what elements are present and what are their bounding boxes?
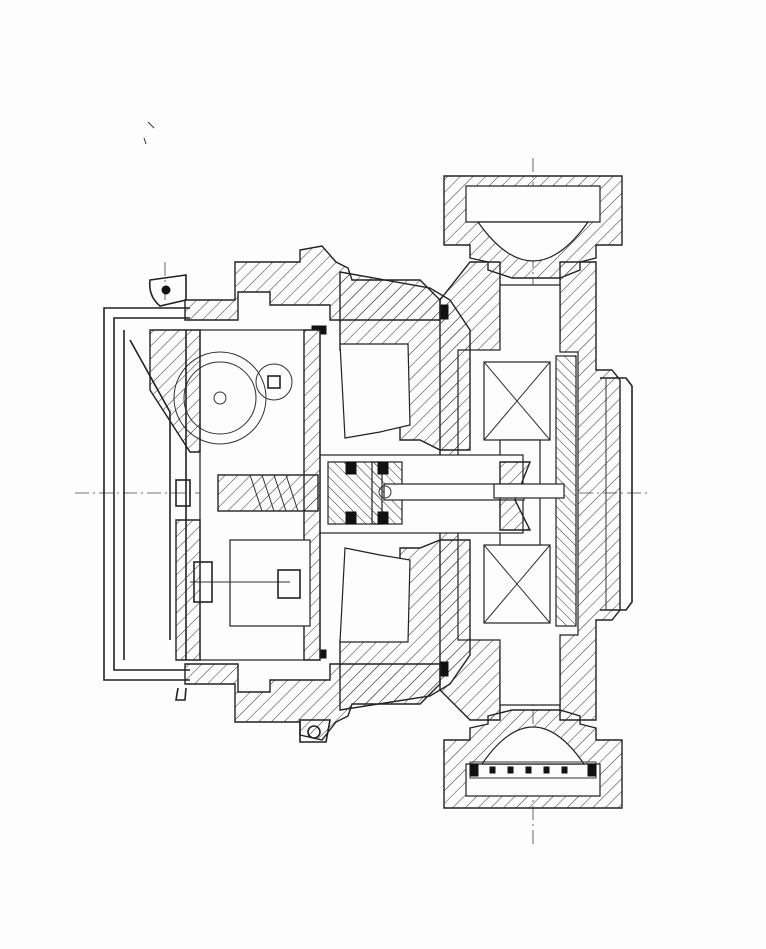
cover-slope	[129, 339, 171, 640]
pencil-mark-2	[143, 137, 147, 145]
worm-thread	[249, 474, 299, 512]
counter-wheels	[229, 539, 311, 627]
seal-ring-bottom	[439, 661, 449, 677]
bearing-seal-3	[377, 461, 389, 475]
shaft-tip	[493, 483, 565, 499]
cover-frame-bottom	[175, 519, 201, 661]
bearing-seal-4	[377, 511, 389, 525]
bottom-ear	[299, 719, 331, 743]
mounting-ears	[148, 274, 331, 743]
bottom-port-dome	[480, 726, 586, 765]
stator-bottom	[339, 547, 411, 643]
pencil-mark	[147, 121, 155, 129]
stator-top	[339, 343, 411, 439]
bearing-seal-1	[345, 461, 357, 475]
bottom-port-opening	[465, 763, 601, 797]
terminal-cover	[103, 307, 201, 701]
large-gear-hub	[213, 391, 227, 405]
cover-outline	[103, 307, 190, 681]
cover-bolt	[175, 479, 191, 507]
rotor-shaft	[317, 454, 565, 534]
top-ear	[148, 274, 187, 307]
gear-housing-bottom	[184, 663, 441, 741]
gear-housing-top	[184, 245, 441, 321]
top-ear-hole	[161, 285, 171, 295]
shaft-end	[378, 485, 392, 499]
cover-foot	[175, 687, 187, 701]
gearbox	[173, 245, 441, 741]
cover-frame-top	[149, 329, 201, 453]
strainer-slots	[469, 763, 597, 777]
top-port-opening	[465, 185, 601, 223]
bearing-seal-2	[345, 511, 357, 525]
bottom-ear-hole	[307, 725, 321, 739]
pinion-gear	[255, 363, 293, 401]
top-port-dome	[476, 221, 590, 262]
right-boss	[600, 377, 633, 611]
seal-ring-top	[439, 304, 449, 320]
cover-inner	[113, 317, 190, 671]
